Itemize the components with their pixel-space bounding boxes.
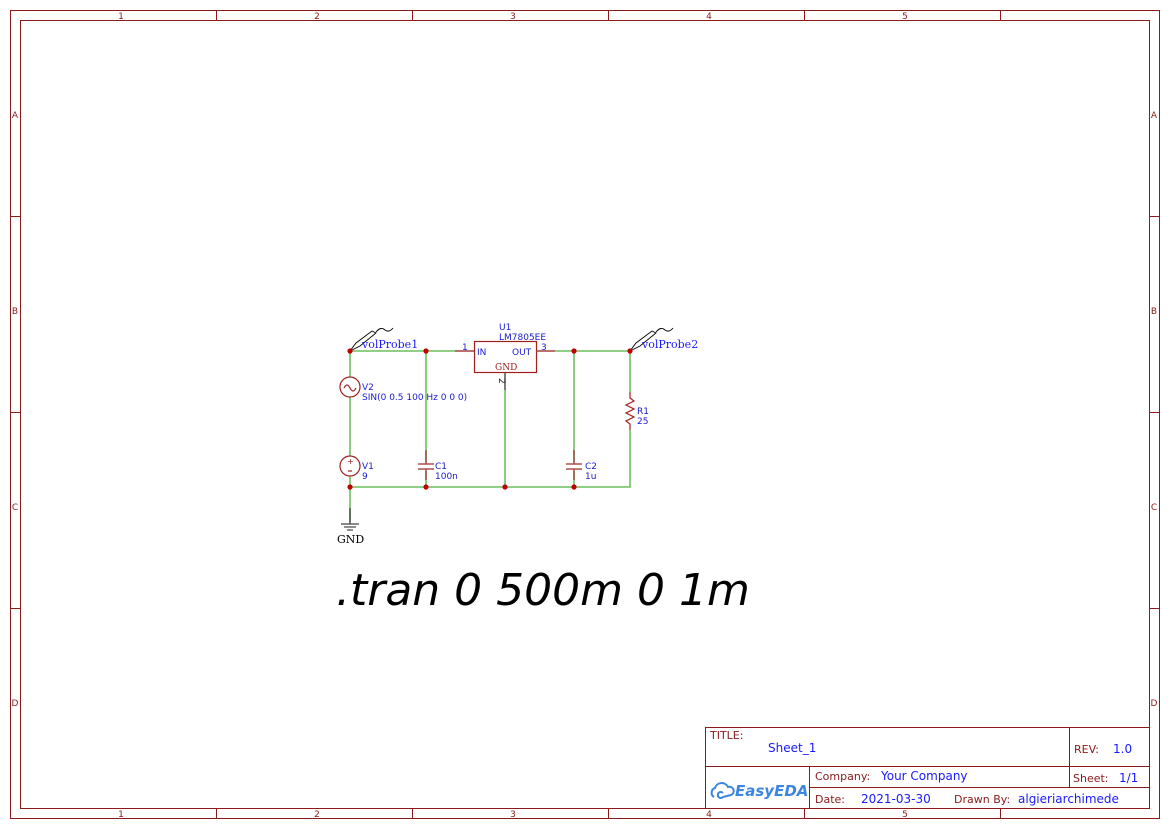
c2-capacitor[interactable]: C2 1u xyxy=(566,450,597,482)
c1-capacitor[interactable]: C1 100n xyxy=(418,450,458,482)
gnd-symbol[interactable]: GND xyxy=(337,508,364,546)
rev-value: 1.0 xyxy=(1113,742,1132,756)
row-label: C xyxy=(1151,503,1157,513)
v1-dc-source[interactable]: + V1 9 xyxy=(339,455,374,482)
column-label: 3 xyxy=(510,810,516,820)
column-label: 1 xyxy=(118,810,124,820)
u1-pin3: 3 xyxy=(541,343,547,353)
column-label: 4 xyxy=(706,12,712,22)
column-label: 1 xyxy=(118,12,124,22)
drawn-by-value: algieriarchimede xyxy=(1018,792,1119,806)
row-label: D xyxy=(1151,699,1158,709)
junctions xyxy=(347,348,633,490)
c2-ref: C2 xyxy=(585,462,597,472)
row-label: B xyxy=(12,307,18,317)
r1-value: 25 xyxy=(637,417,648,427)
gnd-label: GND xyxy=(337,533,364,546)
column-label: 2 xyxy=(314,810,320,820)
spice-directive[interactable]: .tran 0 500m 0 1m xyxy=(336,565,750,616)
probe2-label: volProbe2 xyxy=(641,338,698,351)
v2-value: SIN(0 0.5 100 Hz 0 0 0) xyxy=(362,393,467,403)
row-label: A xyxy=(1151,111,1158,121)
title-block: TITLE: Sheet_1 REV: 1.0 Company: Your Co… xyxy=(705,727,1150,809)
sheet-value: 1/1 xyxy=(1119,771,1138,785)
v2-ref: V2 xyxy=(362,383,374,393)
r1-ref: R1 xyxy=(637,407,649,417)
date-label: Date: xyxy=(815,793,845,806)
u1-ref: U1 xyxy=(499,323,511,333)
sheet-frame: 1 2 3 4 5 1 2 3 4 5 A B C D A B C D xyxy=(10,10,1160,820)
u1-value: LM7805EE xyxy=(499,333,546,343)
row-label: B xyxy=(1151,307,1157,317)
row-label: D xyxy=(12,699,19,709)
sheet-label: Sheet: xyxy=(1073,772,1109,785)
row-label: C xyxy=(12,503,18,513)
drawn-by-label: Drawn By: xyxy=(954,793,1010,806)
u1-regulator[interactable]: U1 LM7805EE IN OUT GND 1 3 2 xyxy=(455,323,555,390)
c2-value: 1u xyxy=(585,472,596,482)
v2-sine-source[interactable]: V2 SIN(0 0.5 100 Hz 0 0 0) xyxy=(339,376,467,403)
voltage-probe-2[interactable]: volProbe2 xyxy=(629,327,698,352)
c1-value: 100n xyxy=(435,472,458,482)
u1-pin-gnd: GND xyxy=(495,363,517,373)
logo-text: EasyEDA xyxy=(735,782,808,800)
svg-text:+: + xyxy=(347,457,354,466)
u1-pin1: 1 xyxy=(462,343,468,353)
column-label: 5 xyxy=(902,810,908,820)
rev-label: REV: xyxy=(1074,743,1099,756)
title-label: TITLE: xyxy=(709,729,743,742)
v1-ref: V1 xyxy=(362,462,374,472)
voltage-probe-1[interactable]: volProbe1 xyxy=(349,327,418,352)
wires[interactable] xyxy=(349,350,631,522)
title-value: Sheet_1 xyxy=(768,741,816,755)
u1-pin-in: IN xyxy=(477,348,486,358)
easyeda-logo: EasyEDA xyxy=(710,782,808,800)
column-label: 2 xyxy=(314,12,320,22)
company-value: Your Company xyxy=(880,769,968,783)
company-label: Company: xyxy=(815,770,870,783)
column-label: 3 xyxy=(510,12,516,22)
v1-value: 9 xyxy=(362,472,368,482)
date-value: 2021-03-30 xyxy=(861,792,931,806)
r1-resistor[interactable]: R1 25 xyxy=(624,392,649,430)
u1-pin2: 2 xyxy=(496,378,506,384)
probe1-label: volProbe1 xyxy=(361,338,418,351)
u1-pin-out: OUT xyxy=(512,348,532,358)
column-label: 4 xyxy=(706,810,712,820)
c1-ref: C1 xyxy=(435,462,447,472)
row-label: A xyxy=(12,111,19,121)
column-label: 5 xyxy=(902,12,908,22)
